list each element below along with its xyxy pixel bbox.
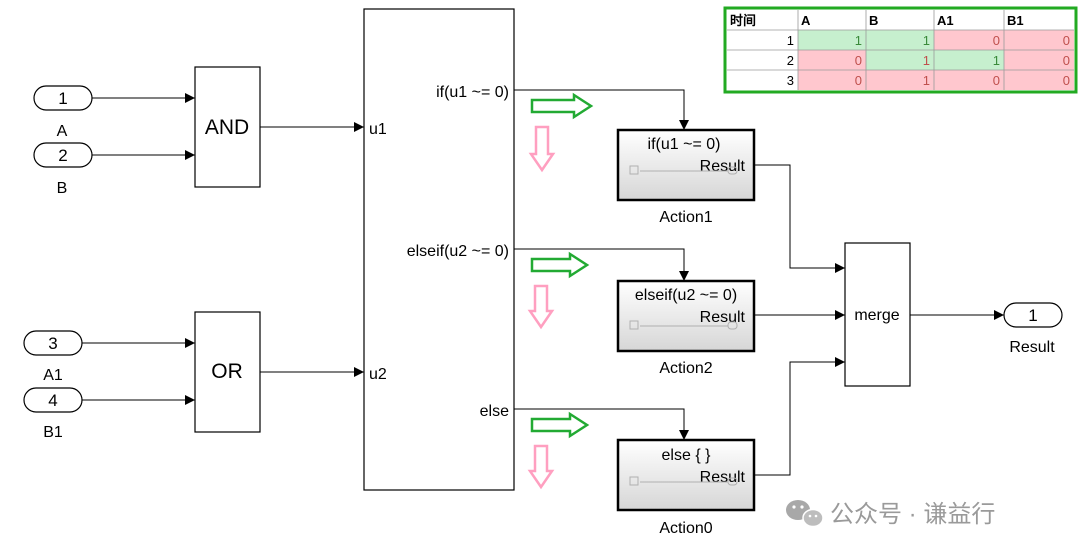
action2-name: Action2 — [659, 360, 712, 377]
if-input-u1: u1 — [369, 121, 387, 138]
wire-action1-merge[interactable] — [754, 164, 845, 273]
table-cell-time-3: 3 — [787, 73, 794, 88]
inport-2[interactable]: 2 — [33, 142, 93, 168]
merge-block[interactable]: merge — [844, 242, 911, 387]
table-cell-time-1: 1 — [787, 33, 794, 48]
if-block[interactable]: u1 u2 if(u1 ~= 0) elseif(u2 ~= 0) else — [363, 8, 515, 491]
wire-if-action1[interactable] — [514, 89, 689, 130]
table-cell: 1 — [993, 53, 1000, 68]
or-block-label: OR — [211, 360, 243, 383]
wechat-icon — [786, 500, 824, 528]
green-arrow-2-icon — [530, 251, 590, 279]
inport-1[interactable]: 1 — [33, 85, 93, 111]
action1-header: if(u1 ~= 0) — [648, 136, 721, 153]
table-cell: 1 — [923, 33, 930, 48]
action0-result-port: Result — [700, 469, 746, 486]
table-cell: 0 — [1063, 73, 1070, 88]
inport-3[interactable]: 3 — [23, 330, 83, 356]
table-cell: 0 — [855, 53, 862, 68]
outport-1-number: 1 — [1028, 306, 1037, 325]
if-output-else: else — [480, 403, 509, 420]
table-cell: 0 — [855, 73, 862, 88]
inport-3-number: 3 — [48, 334, 57, 353]
and-block-label: AND — [205, 116, 249, 139]
action2-header: elseif(u2 ~= 0) — [635, 287, 737, 304]
table-cell-time-2: 2 — [787, 53, 794, 68]
wire-elseif-action2[interactable] — [514, 248, 689, 281]
green-arrow-annotations — [530, 92, 594, 439]
wire-else-action0[interactable] — [514, 408, 689, 440]
table-cell: 0 — [993, 73, 1000, 88]
action-subsystem-1[interactable]: if(u1 ~= 0) Result — [616, 128, 756, 202]
green-arrow-3-icon — [530, 411, 590, 439]
action2-result-port: Result — [700, 309, 746, 326]
inport-4-number: 4 — [48, 391, 57, 410]
table-cell: 0 — [1063, 33, 1070, 48]
table-header-b1: B1 — [1007, 13, 1024, 28]
inport-2-name: B — [57, 180, 68, 197]
action0-name: Action0 — [659, 520, 712, 537]
inport-2-number: 2 — [58, 146, 67, 165]
merge-label: merge — [854, 307, 899, 324]
action0-header: else { } — [662, 447, 712, 464]
table-cell: 1 — [855, 33, 862, 48]
truth-table: 时间 A B A1 B1 1 1 1 0 0 2 0 1 1 0 3 0 1 0… — [723, 6, 1078, 94]
signal-lines — [82, 89, 1004, 476]
inport-4[interactable]: 4 — [23, 387, 83, 413]
wire-action0-merge[interactable] — [754, 357, 845, 476]
outport-1-name: Result — [1009, 339, 1055, 356]
inport-4-name: B1 — [43, 424, 63, 441]
if-output-if: if(u1 ~= 0) — [436, 84, 509, 101]
table-header-b: B — [869, 13, 878, 28]
watermark: 公众号 · 谦益行 — [786, 500, 995, 528]
green-arrow-1-icon — [530, 92, 594, 120]
table-cell: 0 — [1063, 53, 1070, 68]
pink-arrow-annotations — [527, 125, 556, 490]
watermark-text: 公众号 · 谦益行 — [830, 501, 995, 528]
and-block[interactable]: AND — [194, 66, 261, 188]
action1-name: Action1 — [659, 209, 712, 226]
or-block[interactable]: OR — [194, 311, 261, 433]
table-header-a1: A1 — [937, 13, 954, 28]
table-cell: 1 — [923, 53, 930, 68]
if-input-u2: u2 — [369, 366, 387, 383]
table-header-time: 时间 — [730, 13, 756, 28]
action-subsystem-0[interactable]: else { } Result — [616, 438, 756, 512]
action1-result-port: Result — [700, 158, 746, 175]
action-subsystem-2[interactable]: elseif(u2 ~= 0) Result — [616, 279, 756, 353]
pink-arrow-3-icon — [527, 444, 555, 490]
table-cell: 0 — [993, 33, 1000, 48]
if-output-elseif: elseif(u2 ~= 0) — [407, 243, 509, 260]
pink-arrow-2-icon — [527, 284, 555, 330]
inport-3-name: A1 — [43, 367, 63, 384]
inport-1-name: A — [57, 123, 68, 140]
outport-1[interactable]: 1 — [1003, 302, 1063, 328]
pink-arrow-1-icon — [528, 125, 556, 173]
inport-1-number: 1 — [58, 89, 67, 108]
table-cell: 1 — [923, 73, 930, 88]
table-header-a: A — [801, 13, 811, 28]
